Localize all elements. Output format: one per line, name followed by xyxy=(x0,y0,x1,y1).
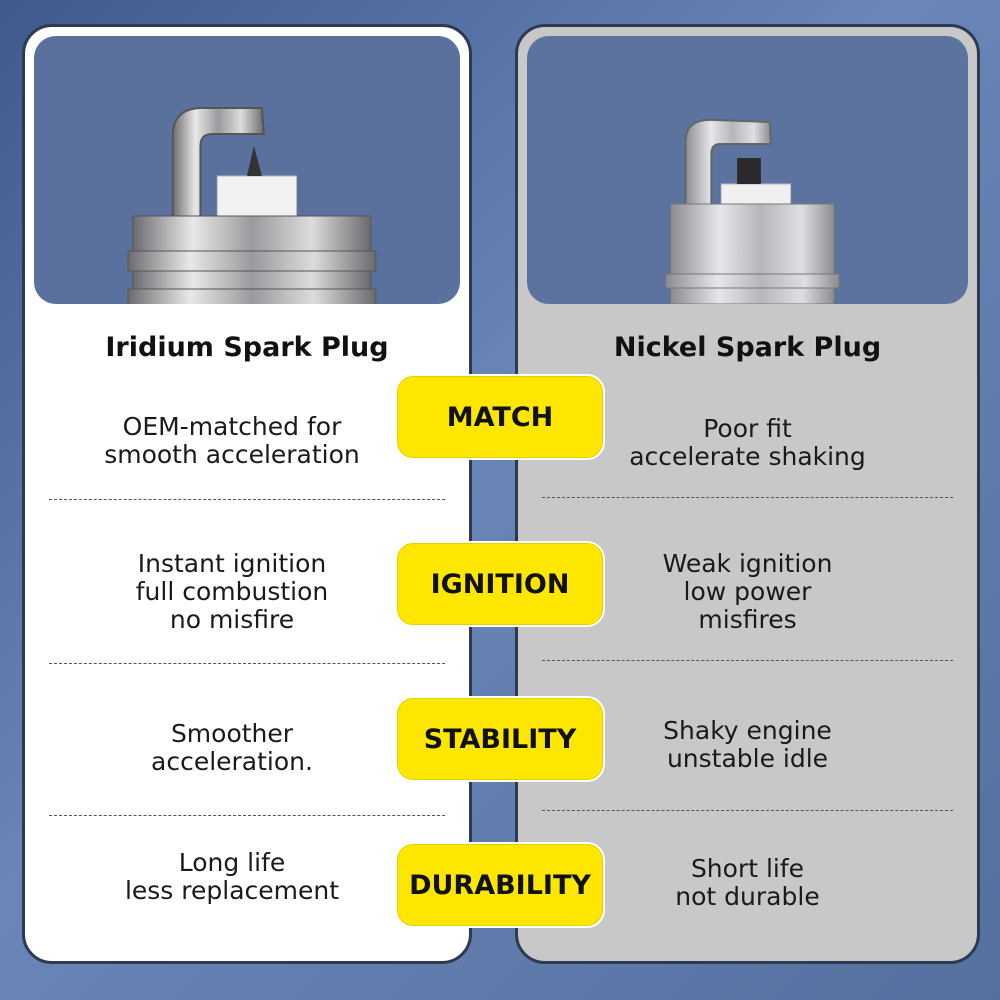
cell-line: acceleration. xyxy=(151,747,313,776)
iridium-card: Iridium Spark Plug OEM-matched for smoot… xyxy=(22,24,472,964)
cell-line: Weak ignition xyxy=(662,549,833,578)
cell-line: full combustion xyxy=(135,577,329,606)
cell-line: no misfire xyxy=(169,605,295,634)
nickel-plug-photo xyxy=(527,36,968,304)
cell-line: not durable xyxy=(675,882,820,911)
cell-line: OEM-matched for xyxy=(122,412,342,441)
cell-line: Shaky engine xyxy=(663,716,832,745)
cell-line: low power xyxy=(683,577,812,606)
cell-line: Short life xyxy=(690,854,805,883)
row-separator xyxy=(542,497,953,498)
row-separator xyxy=(49,663,445,664)
cell-line: Smoother xyxy=(170,719,294,748)
iridium-spark-plug-icon xyxy=(127,106,377,304)
iridium-heading: Iridium Spark Plug xyxy=(105,332,389,363)
iridium-plug-photo xyxy=(34,36,460,304)
category-durability: DURABILITY xyxy=(395,842,605,928)
nickel-spark-plug-icon xyxy=(665,118,840,304)
cell-line: Long life xyxy=(178,848,286,877)
iridium-durability-text: Long life less replacement xyxy=(25,849,469,905)
iridium-ignition-text: Instant ignition full combustion no misf… xyxy=(25,550,469,634)
category-match: MATCH xyxy=(395,374,605,460)
cell-line: smooth acceleration xyxy=(104,440,360,469)
category-ignition: IGNITION xyxy=(395,541,605,627)
cell-line: misfires xyxy=(698,605,797,634)
row-separator xyxy=(542,660,953,661)
nickel-durability-text: Short life not durable xyxy=(518,855,977,911)
cell-line: unstable idle xyxy=(666,744,829,773)
cell-line: accelerate shaking xyxy=(629,442,866,471)
cell-line: less replacement xyxy=(124,876,340,905)
nickel-heading: Nickel Spark Plug xyxy=(613,332,882,363)
category-stability: STABILITY xyxy=(395,696,605,782)
cell-line: Instant ignition xyxy=(137,549,327,578)
iridium-stability-text: Smoother acceleration. xyxy=(25,720,469,776)
nickel-card: Nickel Spark Plug Poor fit accelerate sh… xyxy=(515,24,980,964)
cell-line: Poor fit xyxy=(703,414,792,443)
row-separator xyxy=(542,810,953,811)
nickel-stability-text: Shaky engine unstable idle xyxy=(518,717,977,773)
iridium-match-text: OEM-matched for smooth acceleration xyxy=(25,413,469,469)
nickel-match-text: Poor fit accelerate shaking xyxy=(518,415,977,471)
row-separator xyxy=(49,499,445,500)
nickel-ignition-text: Weak ignition low power misfires xyxy=(518,550,977,634)
row-separator xyxy=(49,815,445,816)
